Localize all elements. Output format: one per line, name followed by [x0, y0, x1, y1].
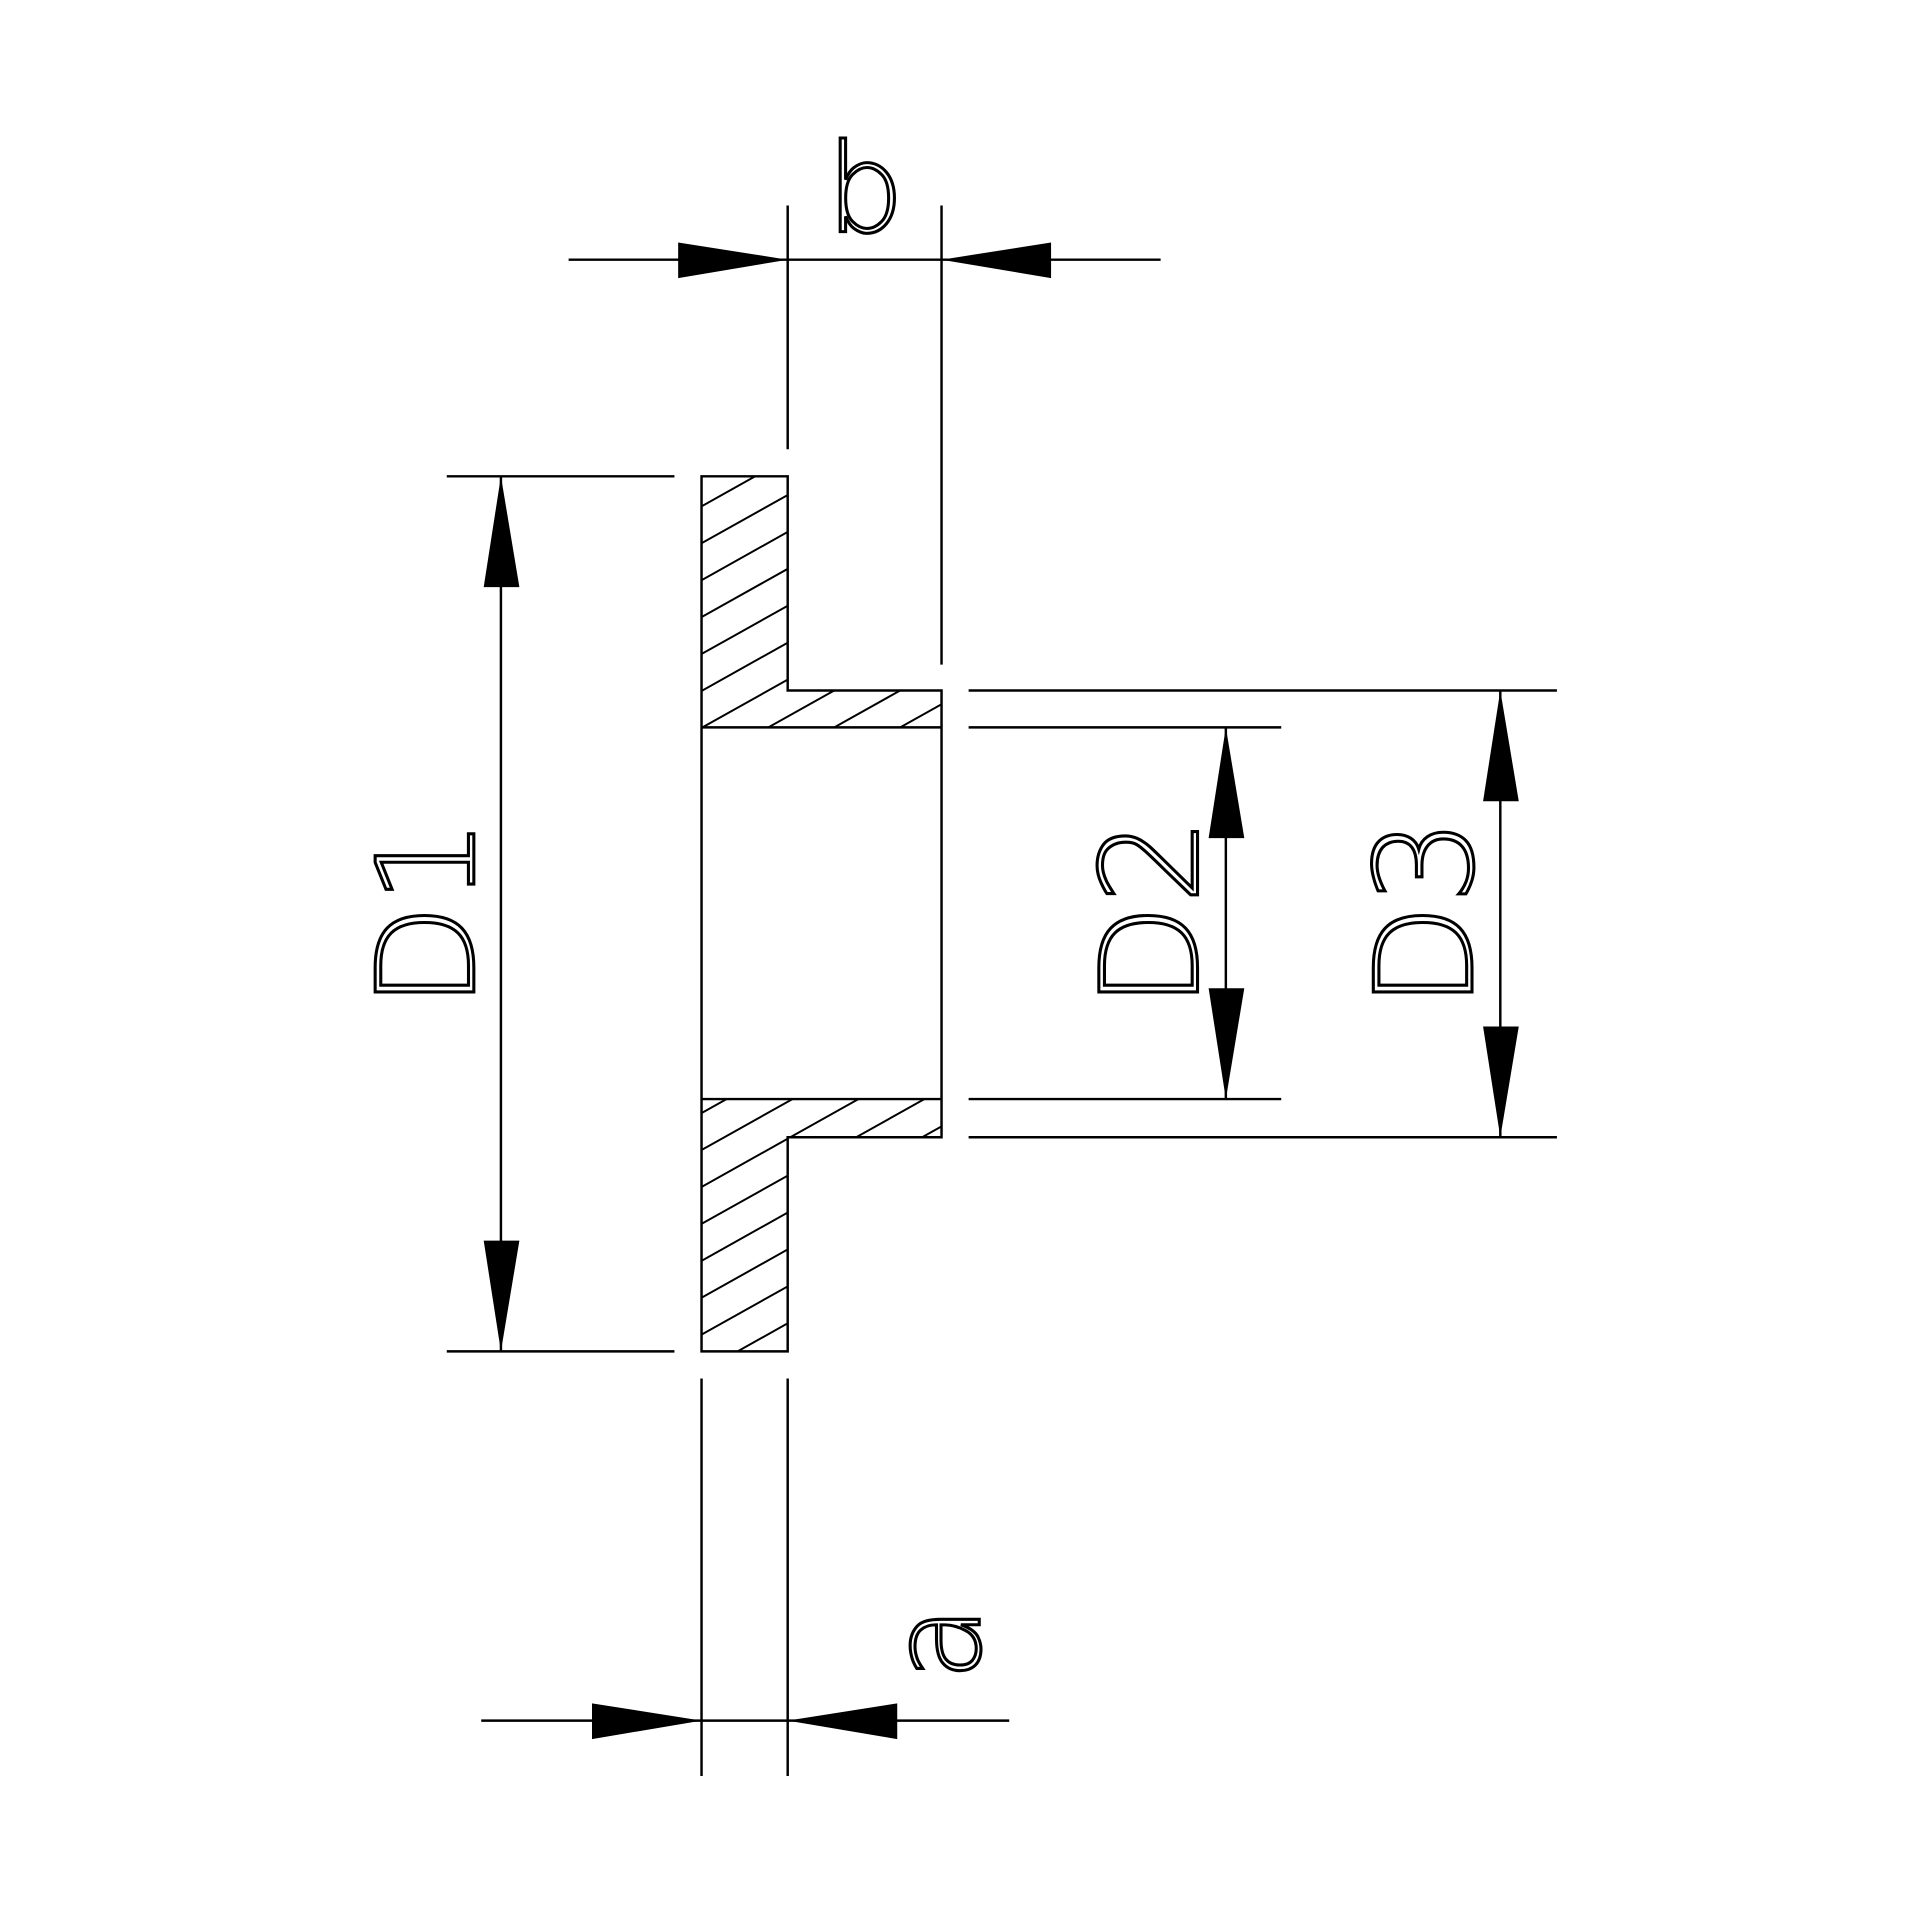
dimension-b: b	[568, 117, 1161, 665]
hatch-line	[701, 619, 942, 728]
hatch-line	[701, 693, 942, 728]
arrow-icon	[1208, 727, 1245, 839]
hatching-bottom	[689, 931, 960, 1600]
hatch-line	[701, 1299, 942, 1352]
hatch-line	[689, 768, 960, 920]
dimension-a: a	[481, 1378, 1011, 1776]
flange-outline	[700, 475, 943, 1353]
arrow-icon	[678, 242, 788, 279]
arrow-icon	[1208, 988, 1245, 1100]
hatch-line	[701, 476, 942, 478]
hatch-line	[701, 476, 942, 552]
hatch-line	[701, 1189, 942, 1343]
hatch-line	[701, 1115, 942, 1269]
hatch-line	[701, 1099, 942, 1232]
hatch-line	[701, 545, 942, 699]
arrow-icon	[787, 1703, 898, 1740]
hatch-line	[689, 731, 960, 883]
hatch-line	[701, 476, 942, 515]
hatch-line	[701, 1225, 942, 1352]
hatch-line	[689, 1411, 960, 1563]
hatch-line	[701, 582, 942, 728]
label-b: b	[826, 118, 904, 261]
hatch-line	[701, 1099, 942, 1158]
label-d2: D2	[1072, 818, 1230, 1008]
dimension-d3: D3	[968, 689, 1557, 1139]
hatch-line	[701, 1152, 942, 1306]
hatch-line	[701, 1336, 942, 1352]
hatch-line	[701, 1099, 942, 1121]
hatching-top	[689, 476, 960, 994]
hatch-line	[701, 476, 942, 625]
label-d1: D1	[348, 818, 506, 1008]
arrow-icon	[1483, 690, 1519, 802]
hatch-line	[689, 805, 960, 957]
arrow-icon	[1483, 1026, 1519, 1138]
hatch-line	[689, 842, 960, 994]
hatch-line	[689, 1375, 960, 1527]
label-d3: D3	[1346, 818, 1504, 1008]
hatch-line	[701, 1099, 942, 1195]
label-a: a	[867, 1605, 1010, 1680]
arrow-icon	[483, 476, 520, 588]
arrow-icon	[483, 1240, 520, 1352]
hatch-line	[701, 508, 942, 662]
arrow-icon	[592, 1703, 702, 1740]
hatch-line	[701, 1262, 942, 1352]
hatch-line	[689, 1448, 960, 1600]
arrow-icon	[941, 242, 1052, 279]
hatch-line	[701, 656, 942, 728]
hatch-line	[701, 476, 942, 588]
hatch-line	[689, 931, 960, 1083]
dimension-d1: D1	[346, 475, 675, 1353]
dimension-d2: D2	[968, 726, 1282, 1101]
